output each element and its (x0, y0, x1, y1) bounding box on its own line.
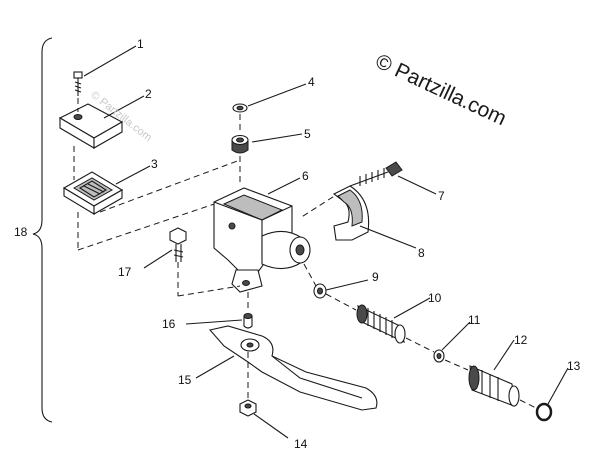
callout-12: 12 (514, 333, 528, 347)
callout-8: 8 (418, 246, 425, 260)
callout-4: 4 (308, 75, 315, 89)
callout-9: 9 (372, 270, 379, 284)
callout-6: 6 (302, 169, 309, 183)
part-3-diaphragm (62, 171, 124, 215)
callout-3: 3 (151, 157, 158, 171)
part-12-piston (468, 365, 520, 407)
leader-lines (83, 45, 569, 439)
callout-13: 13 (567, 359, 581, 373)
part-7-clamp-bolt (349, 161, 403, 187)
part-2-reservoir-cover (58, 103, 124, 149)
callout-14: 14 (294, 437, 308, 451)
part-8-clamp (332, 185, 370, 241)
callout-17: 17 (118, 265, 132, 279)
callout-10: 10 (428, 291, 442, 305)
assembly-bracket-18 (32, 37, 53, 423)
part-11-seal (433, 349, 445, 363)
part-1-screw (73, 71, 83, 96)
part-17-pivot-bolt (169, 227, 187, 262)
part-15-brake-lever (208, 325, 378, 411)
part-5-bushing (231, 134, 249, 154)
part-10-spring (356, 304, 406, 344)
part-6-master-cylinder-body (213, 187, 311, 293)
part-14-nut (239, 399, 257, 417)
callout-2: 2 (145, 87, 152, 101)
part-13-snap-ring (535, 402, 553, 422)
callout-15: 15 (178, 373, 192, 387)
part-4-washer (232, 103, 248, 113)
callout-18: 18 (14, 225, 28, 239)
callout-1: 1 (137, 37, 144, 51)
partzilla-watermark: © Partzilla.com (372, 50, 510, 131)
part-16-pivot-sleeve (243, 313, 253, 329)
callout-7: 7 (438, 189, 445, 203)
callout-16: 16 (162, 317, 176, 331)
callout-5: 5 (304, 127, 311, 141)
callout-11: 11 (468, 313, 481, 327)
part-9-washer (313, 283, 327, 299)
